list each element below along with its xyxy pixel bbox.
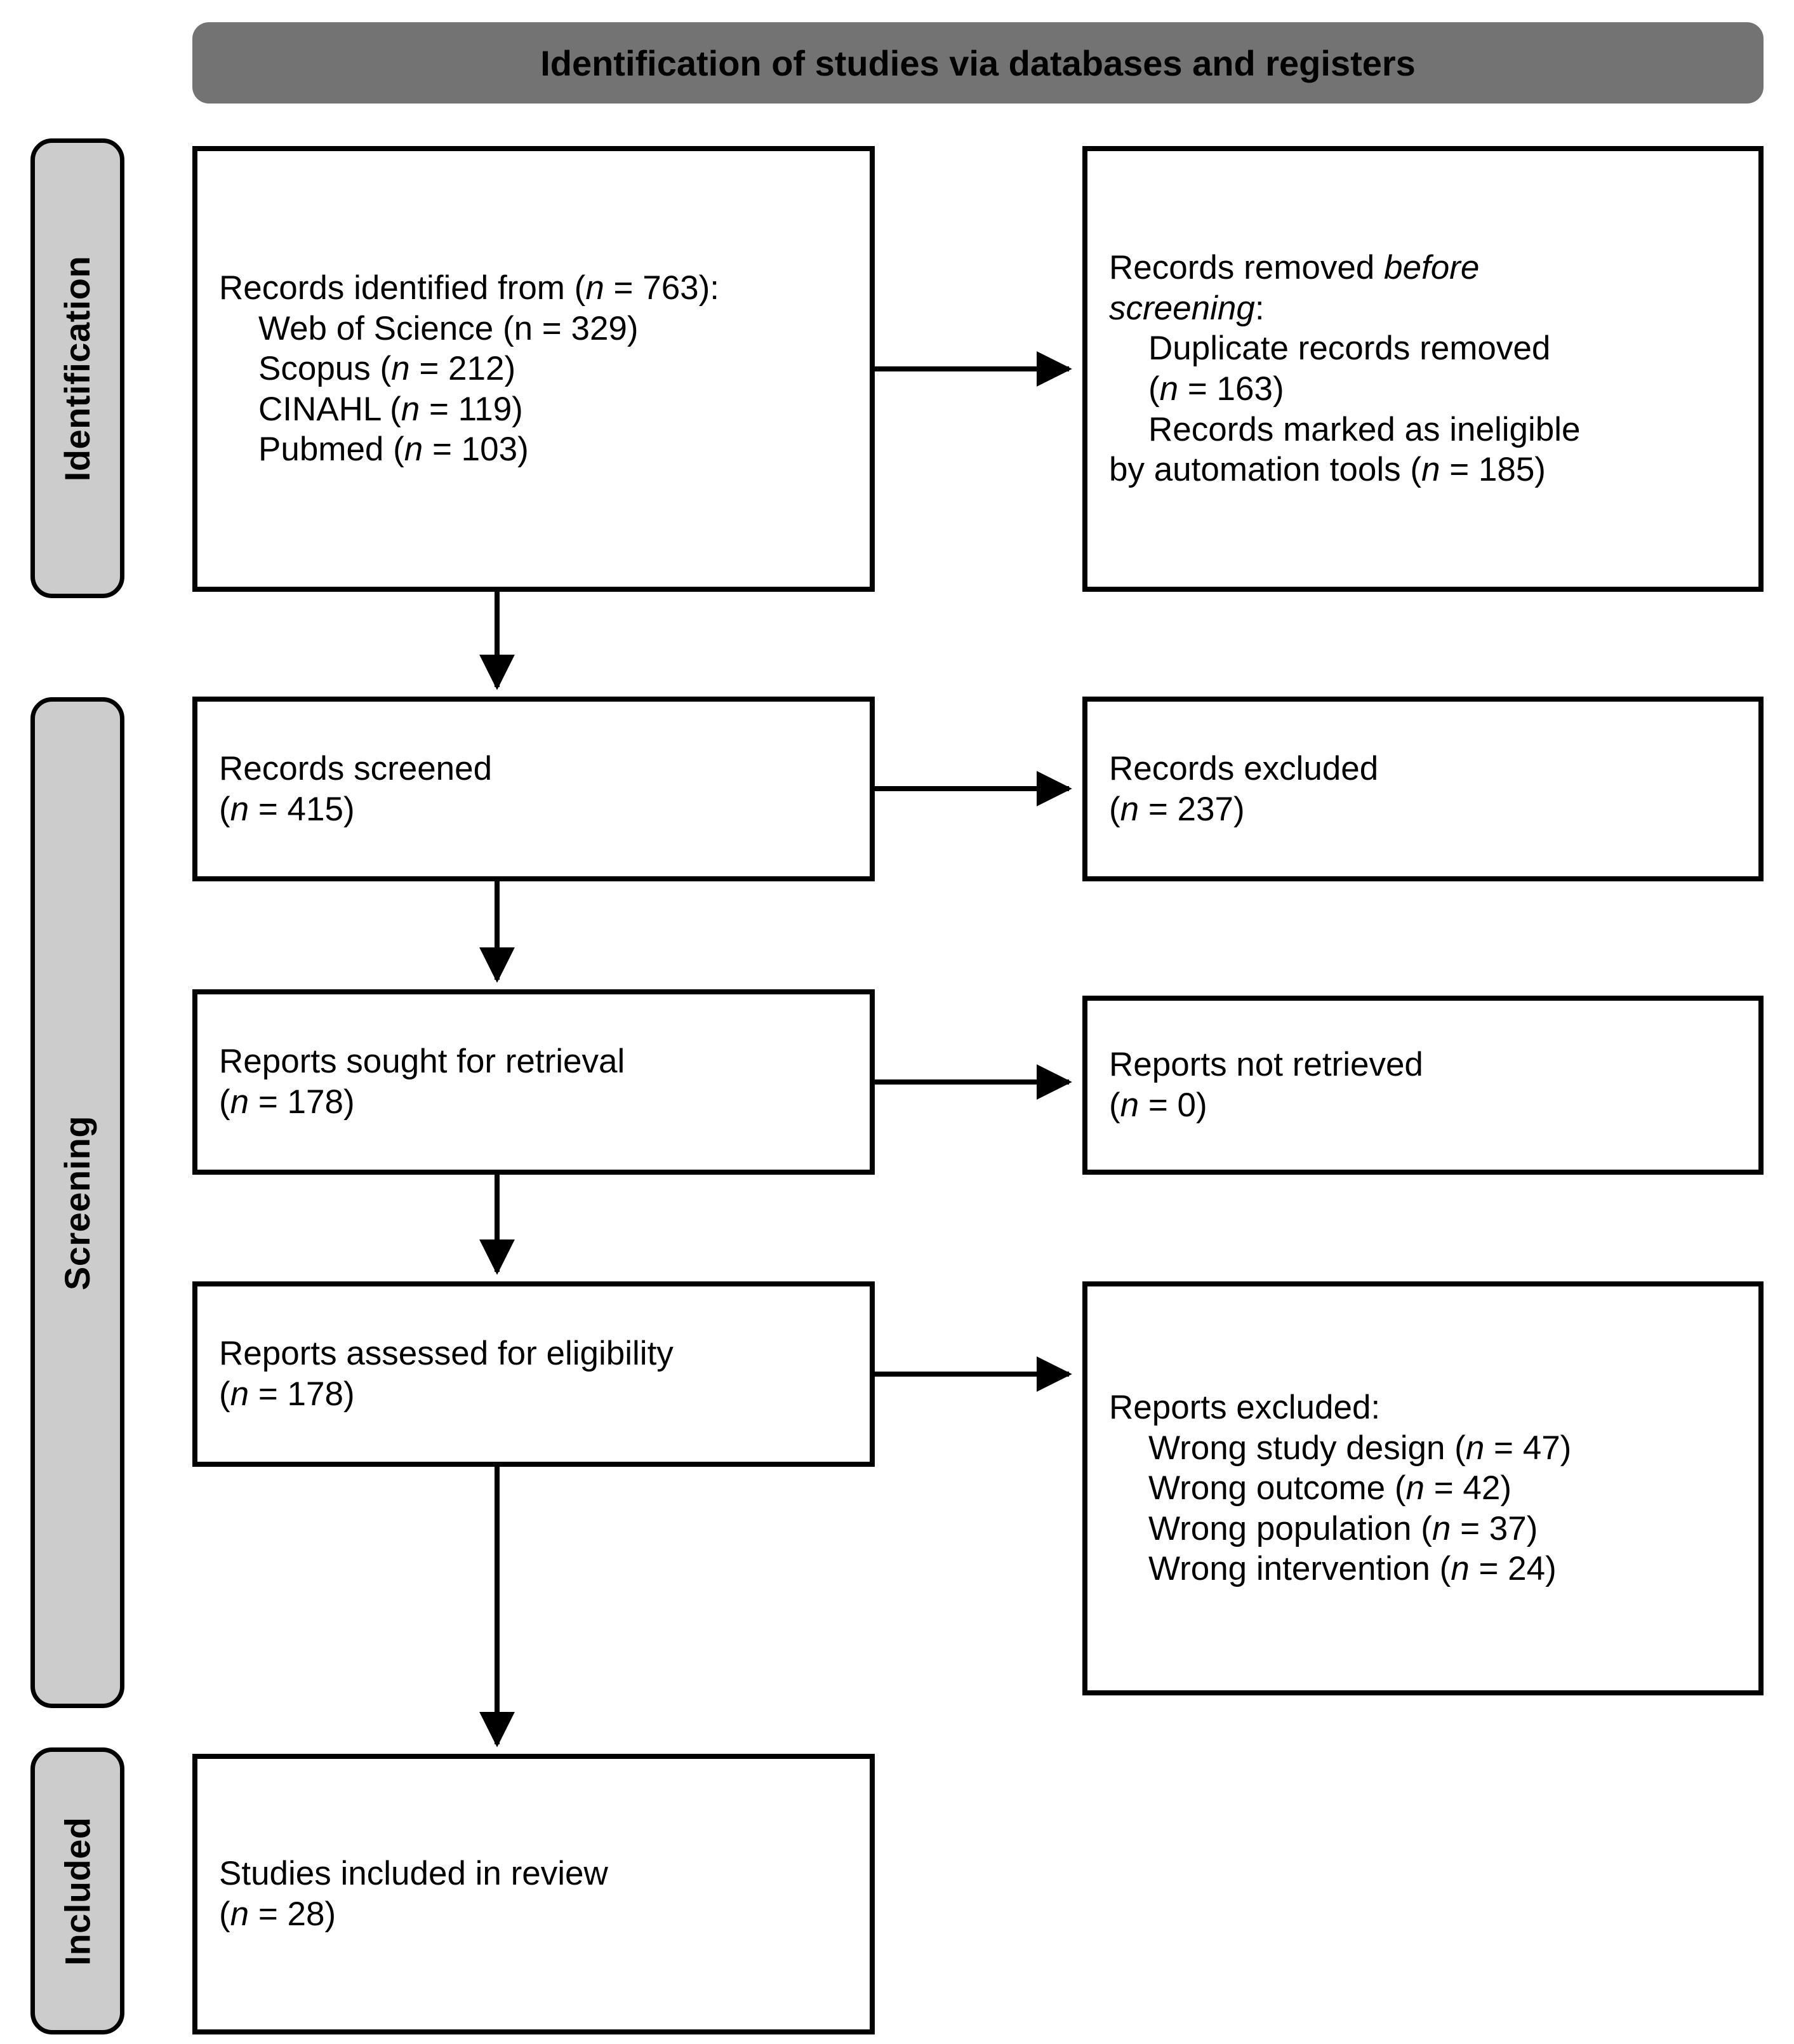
studies-included-line-0: Studies included in review (219, 1855, 608, 1893)
stage-label-identification: Identification (57, 255, 98, 481)
reports-assessed-line-0: Reports assessed for eligibility (219, 1335, 674, 1373)
reports-excluded-line-0: Reports excluded: (1109, 1389, 1381, 1427)
box-reports-not-retrieved: Reports not retrieved (n = 0) (1082, 996, 1764, 1175)
records-screened-line-1: (n = 415) (219, 790, 355, 828)
reports-excluded-line-4: Wrong intervention (n = 24) (1148, 1550, 1557, 1588)
records-removed-line-2: Duplicate records removed (1148, 330, 1551, 368)
header-title: Identification of studies via databases … (540, 43, 1416, 83)
box-records-excluded: Records excluded (n = 237) (1082, 697, 1764, 881)
records-excluded-line-0: Records excluded (1109, 749, 1379, 787)
reports-excluded-line-2: Wrong outcome (n = 42) (1148, 1469, 1512, 1507)
stage-band-identification: Identification (30, 138, 124, 598)
records-identified-line-3: CINAHL (n = 119) (258, 390, 523, 428)
stage-label-screening: Screening (57, 1115, 98, 1290)
records-identified-line-2: Scopus (n = 212) (258, 350, 516, 388)
box-studies-included: Studies included in review (n = 28) (192, 1754, 875, 2034)
records-removed-line-3: (n = 163) (1148, 370, 1284, 408)
stage-band-included: Included (30, 1747, 124, 2034)
reports-not-retrieved-line-1: (n = 0) (1109, 1086, 1207, 1124)
reports-sought-line-0: Reports sought for retrieval (219, 1043, 625, 1081)
stage-label-included: Included (57, 1816, 98, 1966)
reports-excluded-line-3: Wrong population (n = 37) (1148, 1509, 1538, 1547)
reports-excluded-line-1: Wrong study design (n = 47) (1148, 1429, 1572, 1467)
reports-assessed-line-1: (n = 178) (219, 1375, 355, 1413)
header-banner: Identification of studies via databases … (192, 22, 1764, 104)
box-records-identified: Records identified from (n = 763): Web o… (192, 146, 875, 592)
reports-not-retrieved-line-0: Reports not retrieved (1109, 1046, 1423, 1084)
box-records-removed: Records removed before screening: Duplic… (1082, 146, 1764, 592)
box-reports-assessed: Reports assessed for eligibility (n = 17… (192, 1281, 875, 1467)
records-removed-line-5: by automation tools (n = 185) (1109, 451, 1546, 489)
reports-sought-line-1: (n = 178) (219, 1083, 355, 1121)
records-removed-line-4: Records marked as ineligible (1148, 410, 1581, 448)
records-screened-line-0: Records screened (219, 749, 493, 787)
records-excluded-line-1: (n = 237) (1109, 790, 1245, 828)
records-identified-line-0: Records identified from (n = 763): (219, 269, 720, 307)
records-identified-line-4: Pubmed (n = 103) (258, 431, 529, 469)
records-removed-line-0: Records removed before (1109, 249, 1480, 287)
studies-included-line-1: (n = 28) (219, 1895, 336, 1933)
stage-band-screening: Screening (30, 697, 124, 1708)
box-reports-sought: Reports sought for retrieval (n = 178) (192, 989, 875, 1175)
box-records-screened: Records screened (n = 415) (192, 697, 875, 881)
records-removed-line-1: screening: (1109, 289, 1265, 327)
records-identified-line-1: Web of Science (n = 329) (258, 309, 639, 347)
box-reports-excluded: Reports excluded: Wrong study design (n … (1082, 1281, 1764, 1695)
